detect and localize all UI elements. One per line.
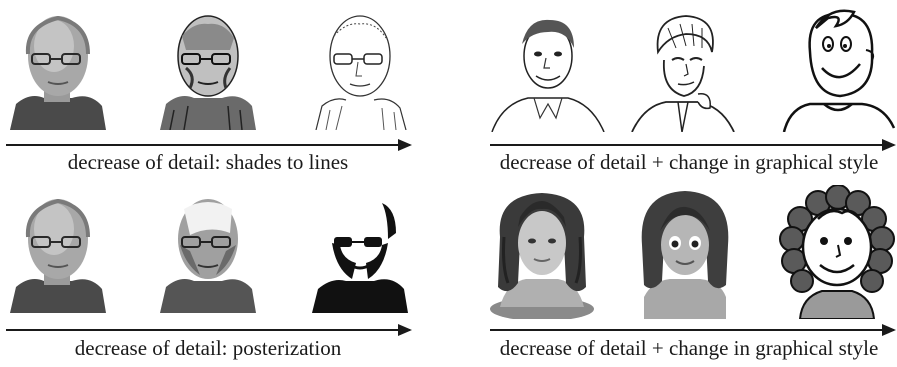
caption: decrease of detail + change in graphical…	[499, 150, 879, 174]
face-curly-cartoon	[779, 185, 895, 319]
face-comic	[631, 15, 735, 132]
panel-shades-to-lines: decrease of detail: shades to lines	[0, 0, 440, 185]
face-sketch-realistic	[491, 19, 605, 132]
arrow	[490, 324, 896, 336]
caption: decrease of detail: shades to lines	[67, 150, 349, 174]
panel-graphical-style-lines: decrease of detail + change in graphical…	[460, 0, 897, 185]
face-3d-realistic	[490, 193, 594, 319]
arrow	[490, 139, 896, 151]
face-partly-lined	[160, 15, 256, 130]
face-posterized-medium	[160, 199, 256, 313]
face-line-drawing	[315, 15, 407, 130]
caption: decrease of detail + change in graphical…	[499, 336, 879, 360]
face-photo	[10, 6, 106, 130]
arrow	[6, 139, 412, 151]
panel-posterization: decrease of detail: posterization	[0, 185, 440, 367]
face-posterized-bw	[312, 203, 408, 313]
caption: decrease of detail: posterization	[74, 336, 342, 360]
face-photo	[10, 198, 106, 313]
face-simple-cartoon	[782, 9, 896, 132]
face-3d-stylized	[641, 191, 729, 319]
arrow	[6, 324, 412, 336]
panel-graphical-style-color: decrease of detail + change in graphical…	[460, 185, 897, 367]
